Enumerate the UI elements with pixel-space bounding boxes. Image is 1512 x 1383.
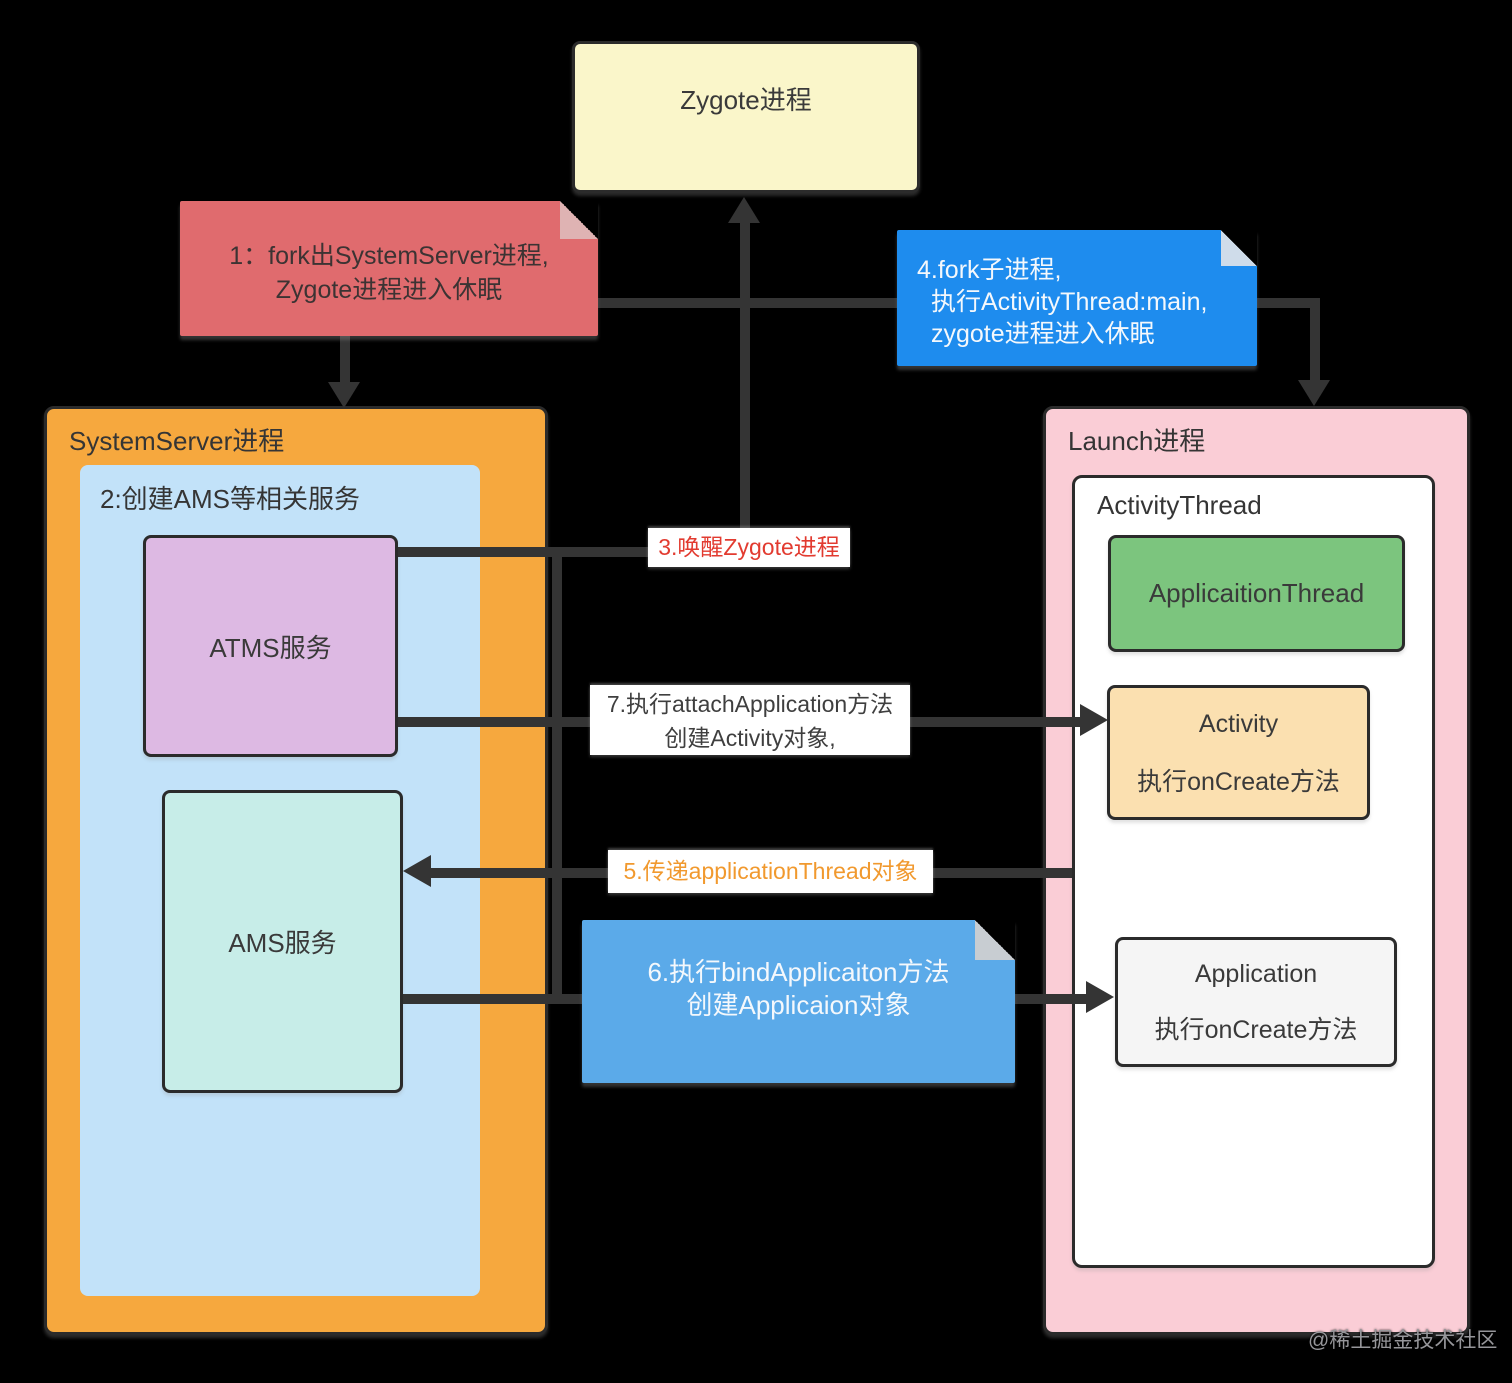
- application-thread-label: ApplicaitionThread: [1148, 578, 1365, 608]
- label-step7-line1: 7.执行attachApplication方法: [606, 691, 894, 717]
- atms-service-box: ATMS服务: [143, 535, 398, 757]
- ams-service-box: AMS服务: [162, 790, 403, 1093]
- watermark: @稀土掘金技术社区: [1308, 1329, 1498, 1352]
- activity-subtitle: 执行onCreate方法: [1137, 767, 1340, 796]
- connector-note1-to-note4: [598, 298, 898, 308]
- activity-box: Activity 执行onCreate方法: [1107, 685, 1370, 820]
- activity-thread-label: ActivityThread: [1097, 490, 1262, 520]
- create-services-label: 2:创建AMS等相关服务: [100, 484, 361, 514]
- zygote-process-box: Zygote进程: [572, 41, 920, 193]
- connector-note4-horizontal: [1255, 298, 1320, 308]
- application-thread-box: ApplicaitionThread: [1108, 535, 1405, 652]
- note-step6-line2: 创建Applicaion对象: [686, 990, 911, 1020]
- application-title: Application: [1194, 960, 1318, 988]
- note-step1-line1: 1：fork出SystemServer进程,: [229, 242, 549, 270]
- folded-corner-icon: [1221, 230, 1257, 266]
- note-step6: 6.执行bindApplicaiton方法 创建Applicaion对象: [582, 920, 1015, 1083]
- folded-corner-icon: [975, 920, 1015, 960]
- connector-step3-horizontal: [398, 547, 750, 557]
- application-box: Application 执行onCreate方法: [1115, 937, 1397, 1067]
- application-subtitle: 执行onCreate方法: [1154, 1016, 1358, 1044]
- zygote-process-label: Zygote进程: [680, 85, 812, 115]
- connector-step6-right-segment: [1014, 994, 1090, 1004]
- connector-note1-to-systemserver: [340, 334, 350, 384]
- note-step6-line1: 6.执行bindApplicaiton方法: [647, 957, 950, 987]
- note-step1-line2: Zygote进程进入休眠: [275, 276, 503, 304]
- arrowhead-left-into-ams: [403, 855, 431, 887]
- note-step4: 4.fork子进程, 执行ActivityThread:main, zygote…: [897, 230, 1257, 366]
- connector-vertical-bus: [552, 547, 562, 1004]
- folded-corner-icon: [560, 201, 598, 239]
- system-server-label: SystemServer进程: [69, 426, 285, 456]
- connector-wake-zygote-vertical: [740, 216, 750, 557]
- launch-process-label: Launch进程: [1068, 426, 1206, 456]
- note-step4-line2: 执行ActivityThread:main,: [931, 288, 1208, 316]
- label-step5: 5.传递applicationThread对象: [608, 850, 933, 893]
- activity-title: Activity: [1198, 709, 1279, 738]
- arrowhead-right-into-activity: [1080, 704, 1108, 736]
- arrowhead-right-into-application: [1086, 981, 1114, 1013]
- label-step7-line2: 创建Activity对象,: [664, 725, 836, 751]
- ams-service-label: AMS服务: [228, 928, 337, 958]
- note-step1: 1：fork出SystemServer进程, Zygote进程进入休眠: [180, 201, 598, 336]
- note-step4-line1: 4.fork子进程,: [917, 256, 1062, 284]
- atms-service-label: ATMS服务: [209, 632, 332, 663]
- label-step3: 3.唤醒Zygote进程: [648, 528, 850, 567]
- arrowhead-up-into-zygote: [728, 197, 760, 223]
- connector-note4-vertical: [1310, 298, 1320, 382]
- note-step4-line3: zygote进程进入休眠: [931, 320, 1155, 348]
- arrowhead-down-into-launch: [1298, 380, 1330, 406]
- connector-step6-left-segment: [403, 994, 583, 1004]
- arrowhead-down-into-systemserver: [328, 382, 360, 408]
- label-step7: 7.执行attachApplication方法 创建Activity对象,: [590, 685, 910, 755]
